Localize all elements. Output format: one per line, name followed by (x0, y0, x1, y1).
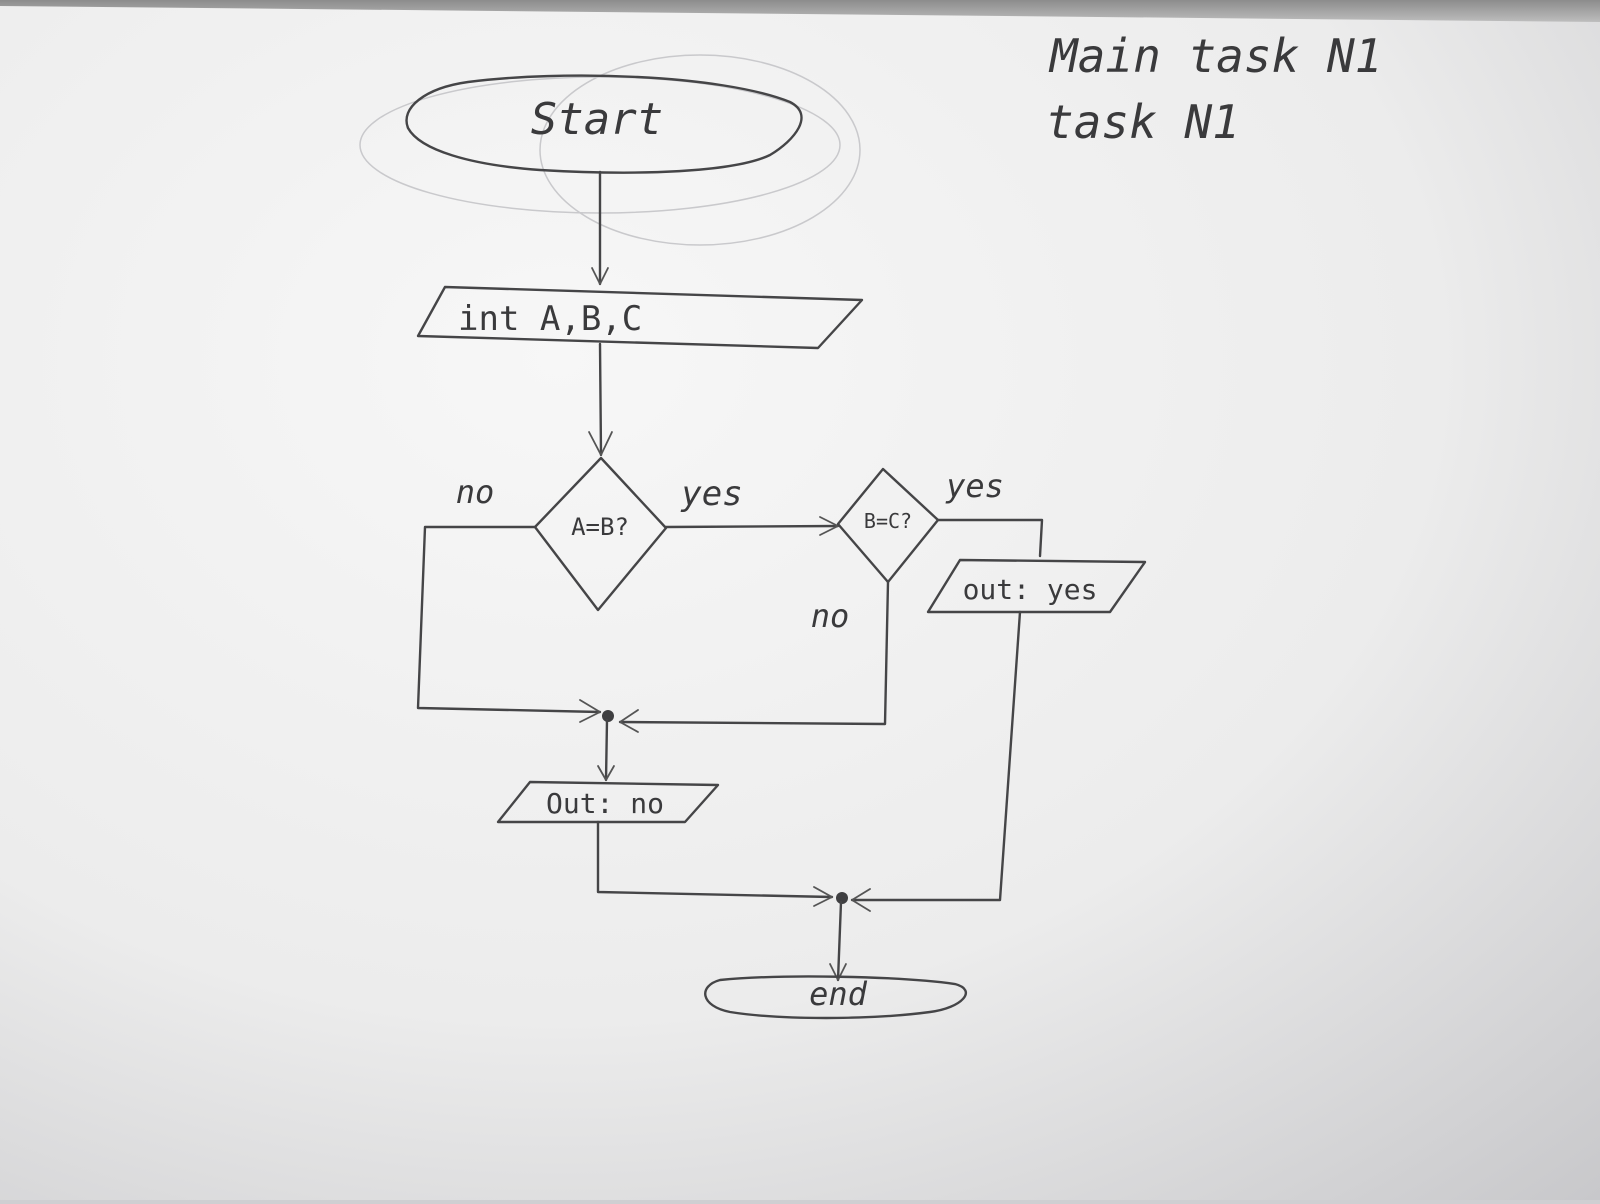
d1-yes-label: yes (680, 474, 742, 514)
decision-2-label: B=C? (864, 509, 912, 533)
arrow-head (597, 765, 615, 781)
arrow-head (819, 516, 839, 536)
decision-1-label: A=B? (571, 513, 629, 541)
start-terminator (405, 74, 803, 174)
end-terminator (704, 975, 968, 1020)
output-no-label: Out: no (546, 787, 664, 820)
table-edge (0, 0, 1600, 22)
decision-a-equals-b (533, 456, 668, 612)
arrow-head (591, 267, 609, 285)
arrow-head (829, 963, 847, 981)
arrow-head (851, 888, 871, 912)
arrow-head (619, 709, 639, 733)
connector-merge-end (836, 900, 843, 982)
connector-decl-d1 (598, 342, 603, 457)
start-label: Start (531, 94, 663, 145)
end-label: end (809, 975, 868, 1013)
d1-no-label: no (456, 473, 495, 511)
connector-d2-no (618, 580, 890, 726)
connector-d1-yes (664, 524, 840, 529)
output-no-block (496, 780, 720, 824)
d2-yes-label: yes (945, 467, 1004, 505)
output-yes-label: out: yes (963, 573, 1098, 606)
declaration-label: int A,B,C (458, 299, 642, 339)
connector-outno-merge (596, 820, 834, 899)
arrow-head (579, 699, 601, 723)
merge-point (602, 710, 614, 722)
connector-d1-no (416, 525, 602, 714)
connector-outyes-merge (850, 610, 1022, 902)
declaration-block (416, 285, 864, 350)
arrow-head (813, 886, 833, 907)
erased-ellipse (539, 54, 861, 246)
merge-point (836, 892, 848, 904)
connector-d2-yes (936, 518, 1044, 558)
connector-merge-outno (604, 718, 609, 782)
output-yes-block (926, 558, 1147, 614)
header-line-2: task N1 (1046, 95, 1240, 149)
header-line-1: Main task N1 (1048, 29, 1382, 83)
arrow-head (588, 431, 613, 456)
d2-no-label: no (811, 597, 850, 635)
